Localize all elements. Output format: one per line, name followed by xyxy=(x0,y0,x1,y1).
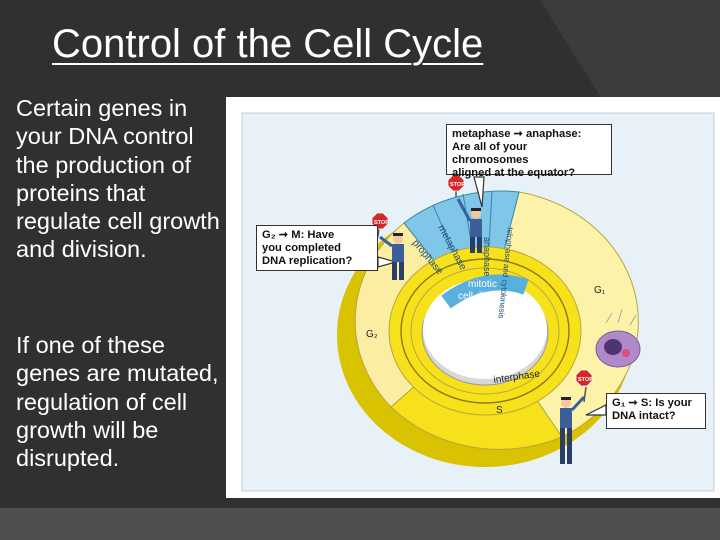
checkpoint-person-g1: STOP xyxy=(560,369,593,464)
callout-g2-line3: DNA replication? xyxy=(262,255,353,267)
callout-metaphase-line2: Are all of your chromosomes xyxy=(452,141,529,166)
callout-g1-checkpoint: G₁ ➞ S: Is your DNA intact? xyxy=(606,393,706,429)
anaphase-label: anaphase xyxy=(482,237,492,277)
stop-sign-text: STOP xyxy=(450,182,465,188)
stop-sign-text: STOP xyxy=(578,377,593,383)
body-paragraph-mutation: If one of these genes are mutated, regul… xyxy=(16,332,219,472)
stop-sign-text: STOP xyxy=(374,220,389,226)
cell-illustration xyxy=(595,308,641,368)
body-paragraph-genes: Certain genes in your DNA control the pr… xyxy=(16,95,220,263)
callout-g2-line1: G₂ ➞ M: Have xyxy=(262,229,335,241)
callout-g1-line1: G₁ ➞ S: Is your xyxy=(612,397,692,409)
g2-label: G₂ xyxy=(366,329,378,340)
checkpoint-person-metaphase: STOP xyxy=(447,174,482,253)
callout-g1-line2: DNA intact? xyxy=(612,410,676,422)
s-label: S xyxy=(496,405,503,416)
cell-cycle-diagram: mitotic cell division G₁ G₂ S interphase… xyxy=(241,112,715,492)
callout-metaphase-line3: aligned at the equator? xyxy=(452,167,576,179)
mitotic-label: mitotic xyxy=(468,279,497,290)
cell-division-label: cell division xyxy=(458,291,509,302)
g1-label: G₁ xyxy=(594,285,606,296)
callout-metaphase-checkpoint: metaphase ➞ anaphase: Are all of your ch… xyxy=(446,124,612,179)
callout-metaphase-line1: metaphase ➞ anaphase: xyxy=(452,128,582,140)
callout-g2-checkpoint: G₂ ➞ M: Have you completed DNA replicati… xyxy=(256,225,378,271)
cell-cycle-figure: mitotic cell division G₁ G₂ S interphase… xyxy=(226,97,720,498)
callout-g2-line2: you completed xyxy=(262,242,341,254)
checkpoint-person-g2: STOP xyxy=(371,212,404,280)
slide-title: Control of the Cell Cycle xyxy=(52,22,484,66)
